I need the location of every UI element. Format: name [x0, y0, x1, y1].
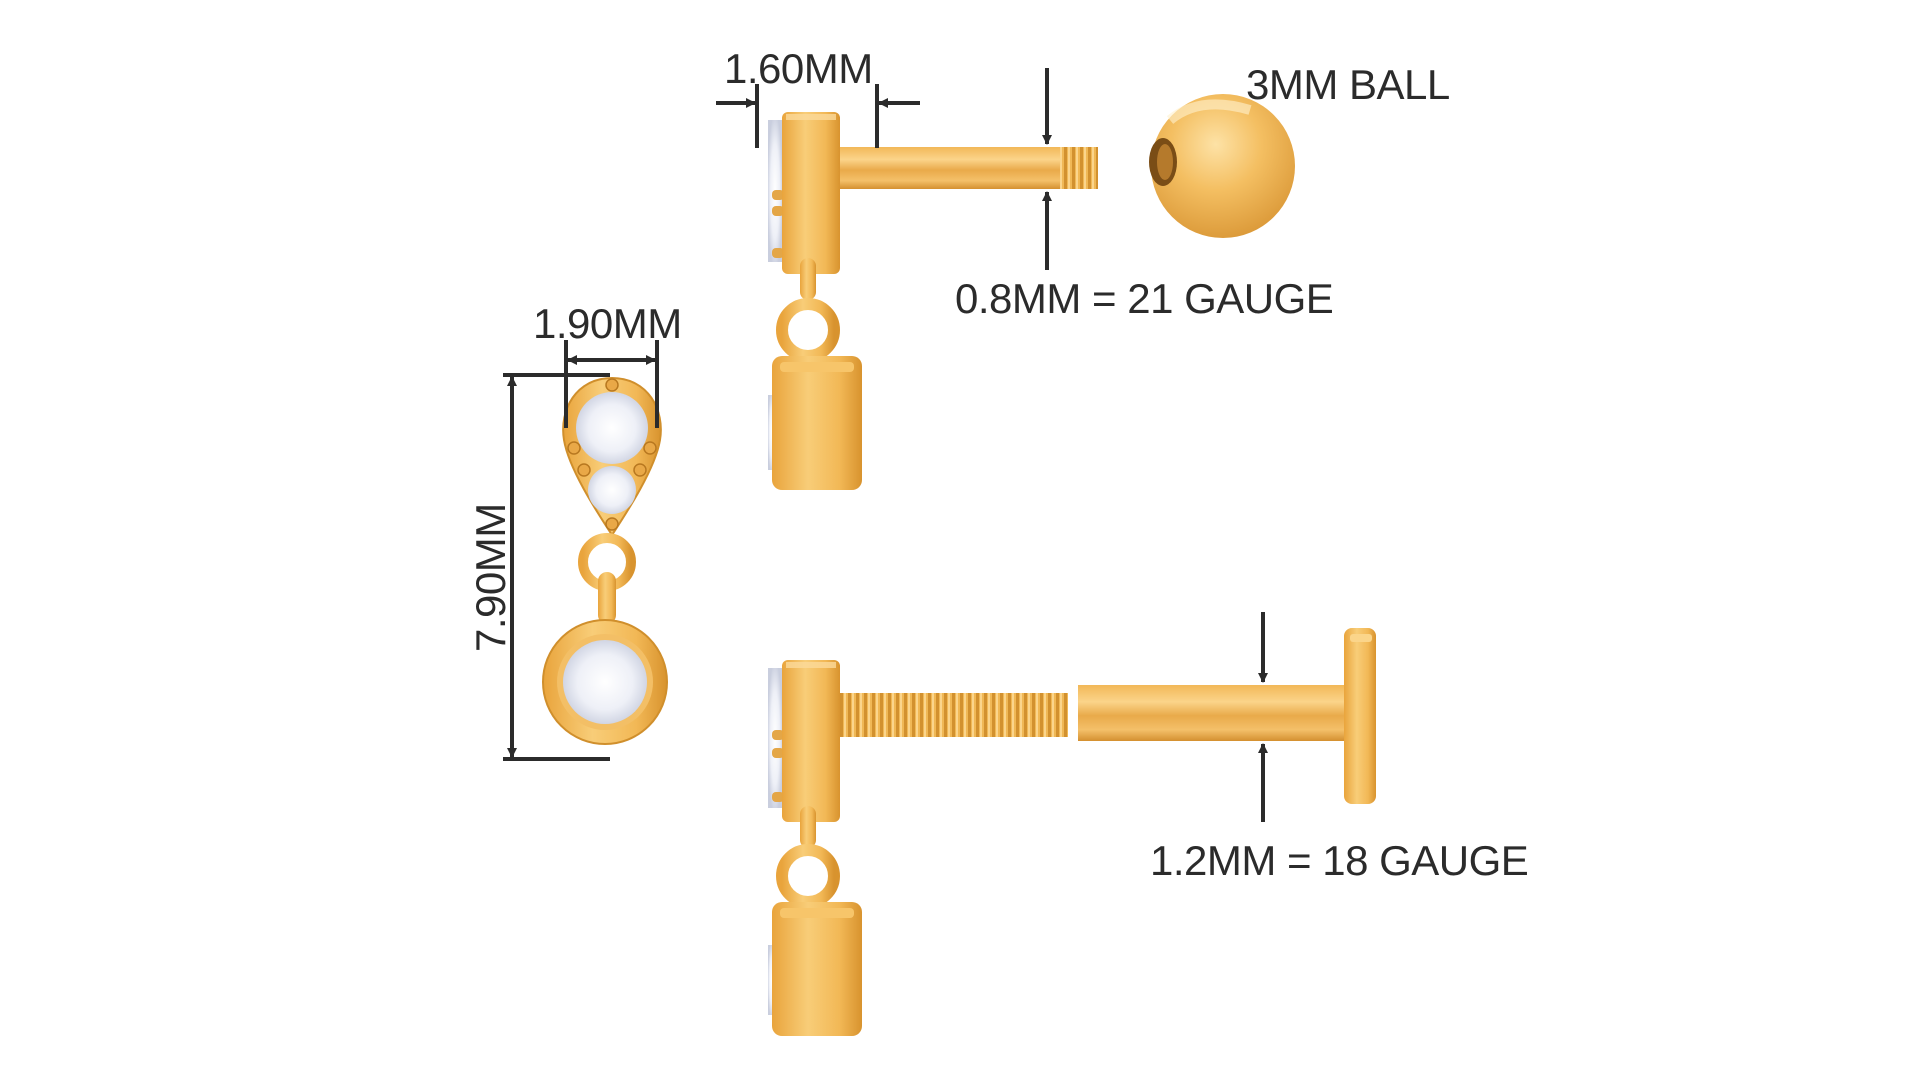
- label-labret-post-gauge: 1.2MM = 18 GAUGE: [1150, 837, 1529, 884]
- labret-jump-ring: [776, 844, 840, 908]
- lower-stone: [588, 466, 636, 514]
- front-view: [542, 376, 668, 745]
- label-ball-size: 3MM BALL: [1246, 61, 1450, 108]
- stud-head: [782, 112, 840, 274]
- label-front-length: 7.90MM: [467, 503, 514, 652]
- side-view-threaded-ball: [768, 94, 1295, 490]
- label-front-width: 1.90MM: [533, 300, 682, 347]
- bezel-stone: [563, 640, 647, 724]
- labret-disc: [1344, 628, 1376, 804]
- labret-post-1.2mm: [1078, 685, 1348, 741]
- dim-7.90mm: [503, 373, 610, 761]
- dim-1.60mm: [716, 84, 920, 148]
- dangle-bezel-side: [768, 356, 862, 490]
- top-stone: [576, 392, 648, 464]
- head-stones: [768, 120, 784, 262]
- labret-dangle-bezel-side: [768, 902, 862, 1036]
- threaded-tip: [1060, 147, 1098, 189]
- labret-threaded-post: [840, 693, 1068, 737]
- side-view-labret: [768, 628, 1376, 1036]
- dim-1.90mm: [564, 340, 659, 428]
- ball-3mm: [1151, 94, 1295, 238]
- prongs: [567, 378, 657, 531]
- labret-stud-head: [782, 660, 840, 822]
- post-0.8mm: [840, 147, 1062, 189]
- labret-head-stones: [768, 668, 784, 808]
- jump-ring: [776, 298, 840, 362]
- label-ball-post-gauge: 0.8MM = 21 GAUGE: [955, 275, 1334, 322]
- label-head-depth: 1.60MM: [724, 45, 873, 92]
